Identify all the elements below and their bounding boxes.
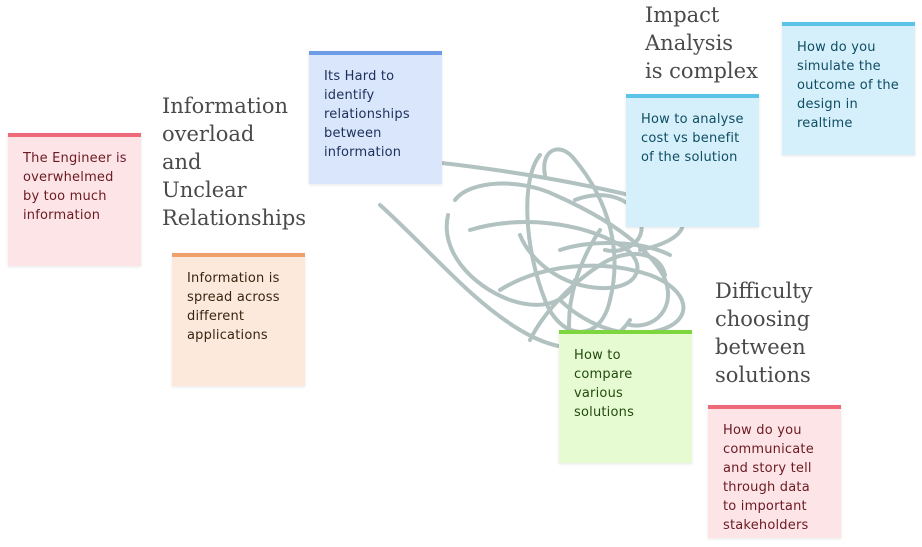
sticky-note-engineer-overwhelmed: The Engineer is overwhelmed by too much … [8,133,141,266]
sticky-note-simulate-outcome: How do you simulate the outcome of the d… [782,22,915,155]
heading-difficulty-choosing: Difficulty choosing between solutions [715,279,813,387]
heading-impact-analysis: Impact Analysis is complex [645,3,758,83]
sticky-note-compare-solutions: How to compare various solutions [559,330,692,463]
sticky-note-cost-vs-benefit: How to analyse cost vs benefit of the so… [626,94,759,227]
sticky-note-information-spread: Information is spread across different a… [172,253,305,386]
sticky-note-communicate-stakeholders: How do you communicate and story tell th… [708,405,841,538]
sticky-note-identify-relationships: Its Hard to identify relationships betwe… [309,51,442,184]
heading-information-overload: Information overload and Unclear Relatio… [162,94,307,230]
